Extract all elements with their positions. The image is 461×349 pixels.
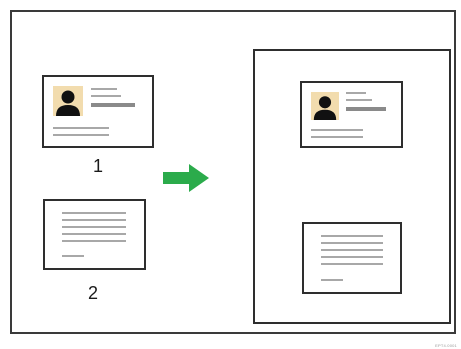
diagram-frame: 1 2 — [10, 10, 456, 334]
text-line — [321, 279, 343, 281]
id-photo — [311, 92, 339, 120]
text-line — [346, 92, 366, 94]
text-line — [91, 95, 121, 97]
text-line — [321, 242, 383, 244]
original-1-id-card — [42, 75, 154, 148]
text-line — [62, 255, 84, 257]
text-line-bold — [346, 107, 386, 111]
text-line — [321, 249, 383, 251]
original-1-number: 1 — [92, 156, 103, 176]
text-line-bold — [91, 103, 135, 107]
image-code: EPT4.0001 — [435, 343, 457, 348]
output-page — [253, 49, 451, 324]
text-line — [53, 127, 109, 129]
arrow-shape — [163, 164, 209, 192]
original-2-number: 2 — [87, 283, 98, 303]
id-photo — [53, 86, 83, 116]
original-2-id-card — [43, 199, 146, 270]
right-arrow-icon — [163, 164, 209, 192]
person-silhouette-icon — [313, 96, 337, 120]
text-line — [62, 219, 126, 221]
copied-id-card-back — [302, 222, 402, 294]
person-silhouette-icon — [56, 90, 80, 116]
text-line — [62, 233, 126, 235]
text-line — [62, 240, 126, 242]
text-line — [62, 212, 126, 214]
text-line — [321, 235, 383, 237]
text-line — [53, 134, 109, 136]
text-line — [321, 263, 383, 265]
text-line — [321, 256, 383, 258]
text-line — [311, 136, 363, 138]
text-line — [311, 129, 363, 131]
text-line — [62, 226, 126, 228]
text-line — [91, 88, 117, 90]
text-line — [346, 99, 372, 101]
copied-id-card-front — [300, 81, 403, 148]
